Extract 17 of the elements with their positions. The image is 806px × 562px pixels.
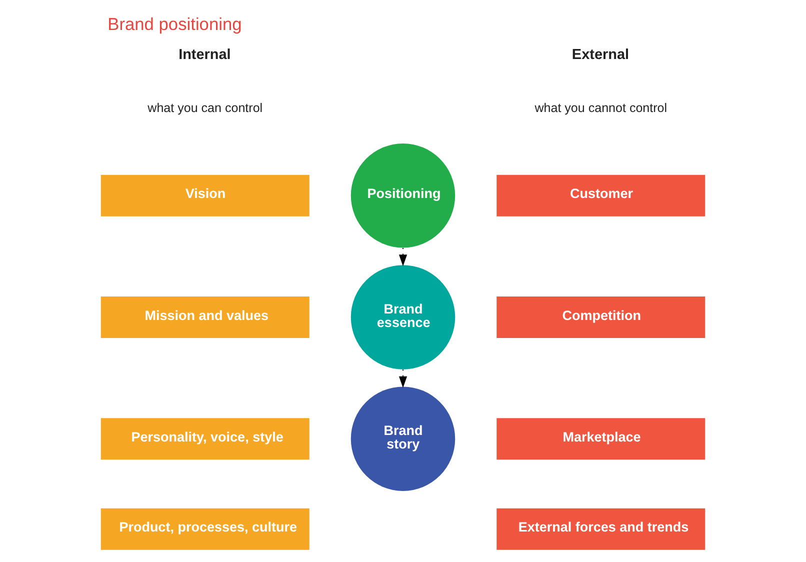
node-box: External forces and trends [496,508,706,550]
node-box: Marketplace [496,418,706,460]
arrow [398,369,408,388]
node-box: Mission and values [100,296,310,338]
diagram-title: Brand positioning [108,14,242,34]
node-box: Competition [496,296,706,338]
label: Internal [178,46,231,63]
label: what you can control [148,100,263,115]
label: External [572,46,630,63]
label: what you cannot control [534,100,668,115]
node-box: Vision [100,174,310,216]
node-box: Customer [496,174,706,216]
node-circle: Positioning [350,143,456,248]
node-box: Product, processes, culture [100,508,310,550]
node-circle: Brand story [350,386,456,491]
node-box: Personality, voice, style [100,418,310,460]
node-circle: Brand essence [350,265,456,370]
